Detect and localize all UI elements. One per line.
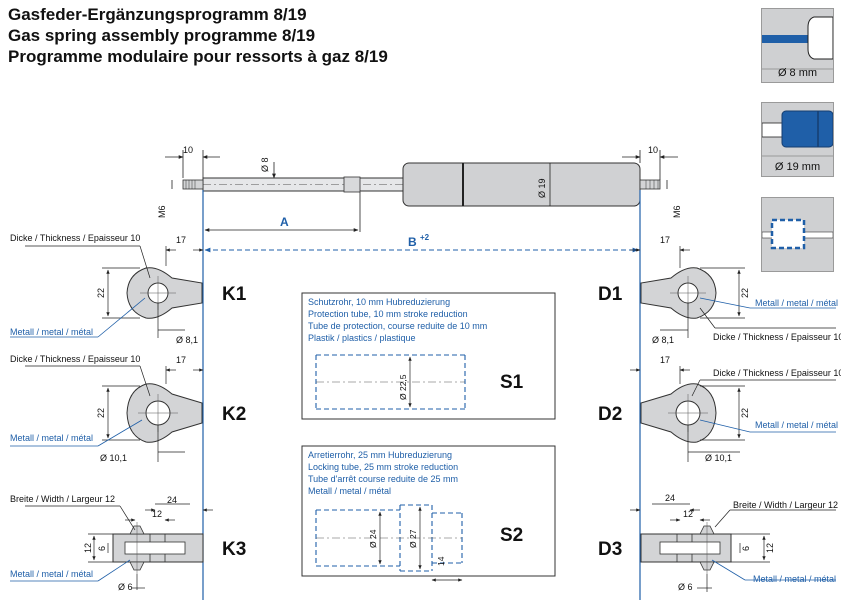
title-block: Gasfeder-Ergänzungsprogramm 8/19 Gas spr… bbox=[8, 4, 388, 67]
d1-hole-label: Ø 8,1 bbox=[652, 335, 674, 345]
s2-dim-14: 14 bbox=[436, 556, 446, 566]
k1-dimensions bbox=[25, 245, 204, 338]
title-french: Programme modulaire pour ressorts à gaz … bbox=[8, 47, 388, 66]
s2-tube-drawing bbox=[315, 504, 463, 572]
legend-rod-label: Ø 8 mm bbox=[777, 67, 818, 79]
d3-dim-12-top: 12 bbox=[683, 509, 693, 519]
s1-line-3: Tube de protection, course reduite de 10… bbox=[308, 321, 487, 331]
s2-line-3: Tube d'arrêt course reduite de 25 mm bbox=[308, 474, 458, 484]
k3-material-label: Metall / metal / métal bbox=[10, 569, 93, 579]
k2-code: K2 bbox=[222, 404, 246, 425]
k2-thickness-label: Dicke / Thickness / Epaisseur 10 bbox=[10, 354, 140, 364]
d3-code: D3 bbox=[598, 539, 622, 560]
s2-line-2: Locking tube, 25 mm stroke reduction bbox=[308, 462, 458, 472]
d2-hole-label: Ø 10,1 bbox=[705, 453, 732, 463]
d1-code: D1 bbox=[598, 284, 623, 305]
dim-B-tolerance: +2 bbox=[420, 233, 430, 242]
d3-material-label: Metall / metal / métal bbox=[753, 574, 836, 584]
s1-line-1: Schutzrohr, 10 mm Hubreduzierung bbox=[308, 297, 450, 307]
k2-dim-22: 22 bbox=[96, 408, 106, 418]
k3-code: K3 bbox=[222, 539, 246, 560]
k2-eye-drawing bbox=[126, 383, 203, 443]
d2-dim-17: 17 bbox=[660, 355, 670, 365]
d2-material-label: Metall / metal / métal bbox=[755, 420, 838, 430]
dim-A-label: A bbox=[280, 215, 289, 229]
s1-tube-drawing bbox=[315, 354, 466, 410]
k2-dim-17: 17 bbox=[176, 355, 186, 365]
dim-B-label: B bbox=[408, 235, 417, 249]
s1-diameter-label: Ø 22,5 bbox=[398, 374, 408, 400]
s2-box bbox=[301, 445, 556, 577]
d1-dimensions bbox=[630, 246, 836, 338]
d2-thickness-label: Dicke / Thickness / Epaisseur 10 bbox=[713, 368, 841, 378]
k1-dim-22: 22 bbox=[96, 288, 106, 298]
k3-dim-6: 6 bbox=[97, 546, 107, 551]
k3-dimensions bbox=[25, 503, 213, 590]
s2-code: S2 bbox=[500, 525, 523, 546]
s1-line-2: Protection tube, 10 mm stroke reduction bbox=[308, 309, 468, 319]
legend-option-panel bbox=[761, 197, 834, 272]
dim-10-left-label: 10 bbox=[183, 145, 193, 155]
d3-material-leader bbox=[711, 559, 746, 581]
s2-line-4: Metall / metal / métal bbox=[308, 486, 391, 496]
k3-width-label: Breite / Width / Largeur 12 bbox=[10, 494, 115, 504]
d1-eye-drawing bbox=[640, 267, 717, 319]
s1-line-4: Plastik / plastics / plastique bbox=[308, 333, 416, 343]
title-german: Gasfeder-Ergänzungsprogramm 8/19 bbox=[8, 5, 307, 24]
k3-clevis-drawing bbox=[112, 522, 204, 574]
s2-diameter-24: Ø 24 bbox=[368, 529, 378, 548]
k1-thickness-label: Dicke / Thickness / Epaisseur 10 bbox=[10, 233, 140, 243]
d3-width-label: Breite / Width / Largeur 12 bbox=[733, 500, 838, 510]
k1-material-label: Metall / metal / métal bbox=[10, 327, 93, 337]
k3-dim-12-side: 12 bbox=[83, 543, 93, 553]
k3-hole-label: Ø 6 bbox=[118, 582, 133, 592]
option-legend-icon bbox=[762, 218, 833, 250]
d1-thickness-label: Dicke / Thickness / Epaisseur 10 bbox=[713, 332, 841, 342]
body-diameter-label: Ø 19 bbox=[537, 178, 547, 198]
title-english: Gas spring assembly programme 8/19 bbox=[8, 26, 316, 45]
spring-dimensions bbox=[165, 150, 678, 232]
cylinder-legend-icon bbox=[762, 110, 833, 157]
k2-material-label: Metall / metal / métal bbox=[10, 433, 93, 443]
thread-right-label: M6 bbox=[672, 205, 682, 218]
legend-rod-panel: Ø 8 mm bbox=[761, 8, 834, 83]
s2-line-1: Arretierrohr, 25 mm Hubreduzierung bbox=[308, 450, 452, 460]
d2-code: D2 bbox=[598, 404, 622, 425]
k3-dim-12-top: 12 bbox=[152, 509, 162, 519]
s1-box bbox=[301, 292, 556, 420]
d3-dim-12-side: 12 bbox=[765, 543, 775, 553]
k1-eye-drawing bbox=[126, 267, 203, 319]
k1-dim-17: 17 bbox=[176, 235, 186, 245]
d3-dim-6: 6 bbox=[741, 546, 751, 551]
legend-cylinder-label: Ø 19 mm bbox=[774, 161, 821, 173]
d1-dim-17: 17 bbox=[660, 235, 670, 245]
d1-dim-22: 22 bbox=[740, 288, 750, 298]
d3-clevis-drawing bbox=[640, 522, 732, 574]
d3-dimensions bbox=[630, 503, 836, 592]
thread-left-label: M6 bbox=[157, 205, 167, 218]
d2-dim-22: 22 bbox=[740, 408, 750, 418]
d3-hole-label: Ø 6 bbox=[678, 582, 693, 592]
d1-material-leader bbox=[699, 297, 751, 309]
s2-diameter-27: Ø 27 bbox=[408, 529, 418, 548]
d2-material-leader bbox=[699, 419, 751, 433]
d1-material-label: Metall / metal / métal bbox=[755, 298, 838, 308]
legend-cylinder-panel: Ø 19 mm bbox=[761, 102, 834, 177]
k1-code: K1 bbox=[222, 284, 247, 305]
k3-dim-24: 24 bbox=[167, 495, 177, 505]
dim-10-right-label: 10 bbox=[648, 145, 658, 155]
d2-eye-drawing bbox=[640, 383, 717, 443]
k2-hole-label: Ø 10,1 bbox=[100, 453, 127, 463]
rod-legend-icon bbox=[762, 16, 833, 70]
s1-code: S1 bbox=[500, 372, 524, 393]
d2-dimensions bbox=[630, 366, 836, 462]
k1-hole-label: Ø 8,1 bbox=[176, 335, 198, 345]
gas-spring-drawing bbox=[182, 162, 661, 207]
rod-diameter-label: Ø 8 bbox=[260, 157, 270, 172]
d3-dim-24: 24 bbox=[665, 493, 675, 503]
